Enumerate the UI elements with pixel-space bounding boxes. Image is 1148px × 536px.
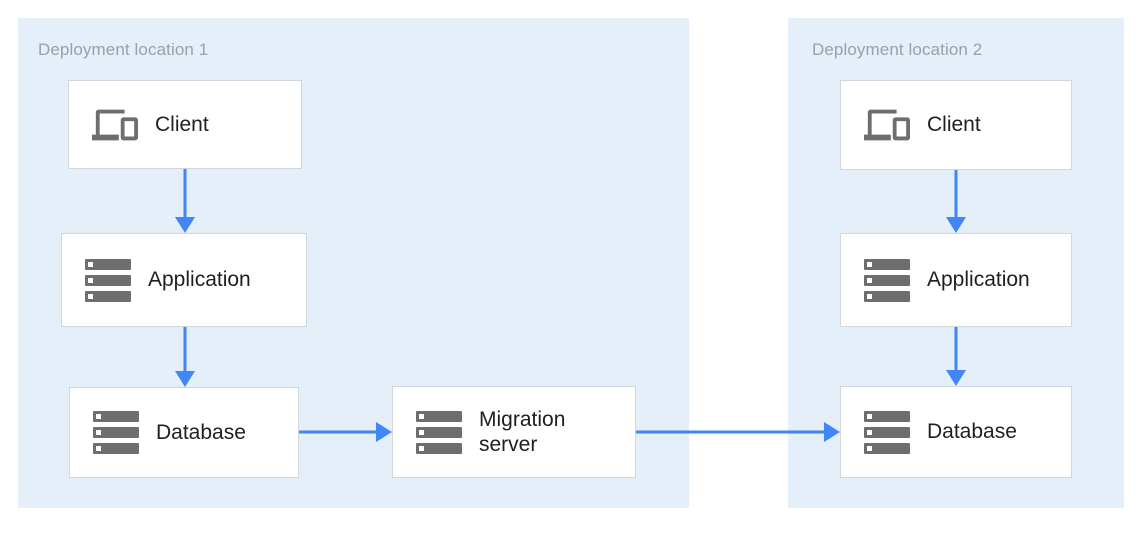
server-icon: [407, 409, 471, 455]
server-bar: [864, 426, 910, 438]
server-icon: [855, 257, 919, 303]
edge-app1-to-db1: [175, 327, 195, 387]
edge-client2-to-app2: [946, 170, 966, 233]
edge-shaft: [183, 169, 187, 217]
server-icon-glyph: [416, 409, 462, 455]
server-icon: [855, 409, 919, 455]
edge-shaft: [299, 430, 376, 434]
server-icon-glyph: [93, 410, 139, 456]
server-bar: [864, 442, 910, 454]
server-bar: [93, 443, 139, 454]
server-bar: [416, 426, 462, 438]
node-database-1[interactable]: Database: [69, 387, 299, 478]
server-bar: [416, 410, 462, 422]
server-bar: [864, 258, 910, 270]
node-database-2[interactable]: Database: [840, 386, 1072, 478]
node-label: Application: [927, 268, 1030, 292]
server-bar: [864, 274, 910, 286]
devices-icon: [83, 102, 147, 148]
arrow-head-icon: [824, 422, 840, 442]
node-label: Database: [156, 420, 246, 444]
server-icon: [76, 257, 140, 303]
node-application-1[interactable]: Application: [61, 233, 307, 327]
arrow-head-icon: [946, 217, 966, 233]
edge-app2-to-db2: [946, 327, 966, 386]
node-label: Database: [927, 420, 1017, 444]
arrow-head-icon: [946, 370, 966, 386]
server-bar: [85, 290, 131, 302]
server-bar: [85, 274, 131, 286]
devices-icon: [855, 102, 919, 148]
server-icon-glyph: [864, 257, 910, 303]
arrow-head-icon: [175, 371, 195, 387]
node-application-2[interactable]: Application: [840, 233, 1072, 327]
server-bar: [864, 410, 910, 422]
server-bar: [93, 427, 139, 438]
edge-client1-to-app1: [175, 169, 195, 233]
server-bar: [416, 442, 462, 454]
node-migration-server[interactable]: Migration server: [392, 386, 636, 478]
node-label: Client: [927, 113, 981, 137]
arrow-head-icon: [376, 422, 392, 442]
arrow-head-icon: [175, 217, 195, 233]
edge-shaft: [954, 170, 958, 217]
edge-migration-server-to-db2: [636, 422, 840, 442]
server-bar: [93, 411, 139, 422]
server-icon-glyph: [85, 257, 131, 303]
server-icon-glyph: [864, 409, 910, 455]
node-label: Application: [148, 268, 251, 292]
edge-shaft: [183, 327, 187, 371]
edge-shaft: [954, 327, 958, 370]
node-label: Migration server: [479, 407, 566, 456]
server-bar: [85, 258, 131, 270]
node-label: Client: [155, 112, 209, 136]
edge-db1-to-migration-server: [299, 422, 392, 442]
edge-shaft: [636, 430, 824, 434]
node-client-1[interactable]: Client: [68, 80, 302, 169]
server-bar: [864, 290, 910, 302]
zone-label-deployment-location-2: Deployment location 2: [812, 40, 983, 59]
zone-label-deployment-location-1: Deployment location 1: [38, 40, 209, 59]
server-icon: [84, 410, 148, 456]
node-client-2[interactable]: Client: [840, 80, 1072, 170]
